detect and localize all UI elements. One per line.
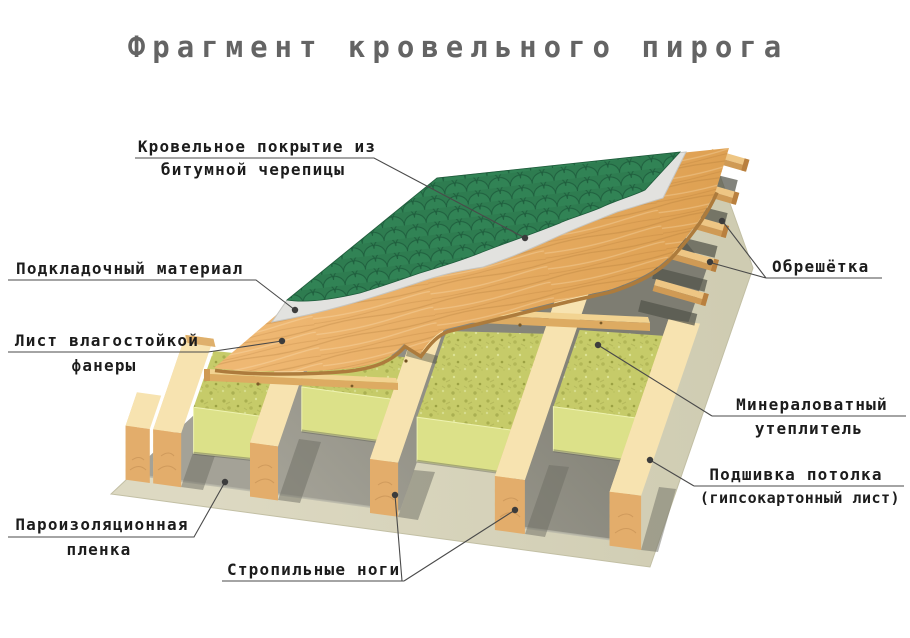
batten xyxy=(666,246,720,273)
label-roof-covering-line2: битумной черепицы xyxy=(161,160,345,179)
rafter xyxy=(153,334,216,488)
batten xyxy=(652,279,709,307)
leader-dots xyxy=(221,217,726,514)
label-rafters: Стропильные ноги xyxy=(227,560,400,579)
label-ceiling-line1: Подшивка потолка xyxy=(709,465,882,484)
label-insulation-line1: Минераловатный xyxy=(736,395,888,414)
label-underlayment: Подкладочный материал xyxy=(16,259,244,278)
leader-lines xyxy=(8,157,906,582)
shingles-layer xyxy=(286,151,682,302)
label-plywood-line1: Лист влагостойкой xyxy=(15,331,199,350)
rafter xyxy=(609,319,700,550)
page-title: Фрагмент кровельного пирога xyxy=(128,30,788,64)
label-roof-covering-line1: Кровельное покрытие из xyxy=(138,137,376,156)
label-insulation-line2: утеплитель xyxy=(755,419,863,438)
label-ceiling-line2: (гипсокартонный лист) xyxy=(700,489,900,507)
label-vapor-film-line1: Пароизоляционная xyxy=(15,515,188,534)
label-battens: Обрешётка xyxy=(772,257,870,276)
rafter xyxy=(125,392,162,483)
label-vapor-film-line2: пленка xyxy=(67,540,132,559)
label-plywood-line2: фанеры xyxy=(72,356,137,375)
insulation-slab xyxy=(416,331,547,476)
